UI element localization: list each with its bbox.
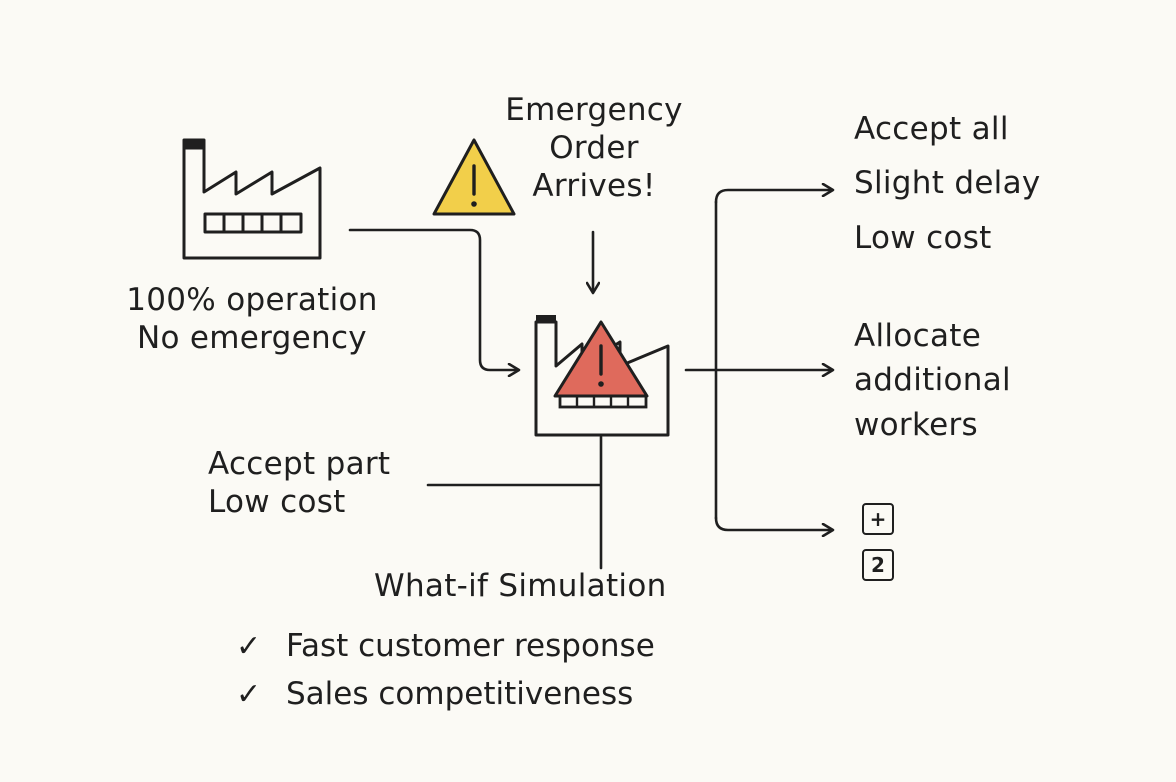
accept-part-option: Accept part Low cost xyxy=(208,446,390,522)
emergency-label-line: Arrives! xyxy=(532,167,656,204)
warning-icon xyxy=(432,138,516,216)
baseline-label: 100% operation No emergency xyxy=(112,282,392,358)
emergency-label-line: Emergency xyxy=(505,92,683,128)
emergency-label: Emergency Order Arrives! xyxy=(494,92,694,205)
accept-all-line: Slight delay xyxy=(854,165,1041,202)
accept-part-line: Accept part xyxy=(208,446,391,482)
simulation-label: What-if Simulation xyxy=(374,568,667,604)
factory-icon xyxy=(182,138,322,260)
allocate-line: Allocate xyxy=(854,318,982,354)
number-badge: 2 xyxy=(862,549,894,581)
plus-badge: + xyxy=(862,503,894,535)
arrow-accept-all xyxy=(714,190,832,204)
benefit-text: Fast customer response xyxy=(286,628,655,664)
emergency-label-line: Order xyxy=(549,129,639,166)
accept-all-option: Accept all Slight delay Low cost xyxy=(854,102,1041,265)
simulation-connector xyxy=(426,435,603,570)
accept-part-line: Low cost xyxy=(208,483,346,520)
baseline-label-line: No emergency xyxy=(137,319,367,356)
benefit-item: ✓ Sales competitiveness xyxy=(236,676,633,712)
branch-trunk xyxy=(684,200,718,520)
checkmark-icon: ✓ xyxy=(236,677,262,712)
benefit-text: Sales competitiveness xyxy=(286,676,634,712)
factory-alert-icon xyxy=(534,315,670,437)
baseline-label-line: 100% operation xyxy=(126,282,378,318)
accept-all-line: Accept all xyxy=(854,111,1009,147)
arrow-badges xyxy=(714,516,832,530)
allocate-line: workers xyxy=(854,406,978,443)
flow-arrow-baseline-to-factory xyxy=(348,228,518,370)
allocate-line: additional xyxy=(854,362,1011,399)
accept-all-line: Low cost xyxy=(854,219,992,256)
benefit-item: ✓ Fast customer response xyxy=(236,628,655,664)
checkmark-icon: ✓ xyxy=(236,629,262,664)
allocate-option: Allocate additional workers xyxy=(854,314,1011,447)
